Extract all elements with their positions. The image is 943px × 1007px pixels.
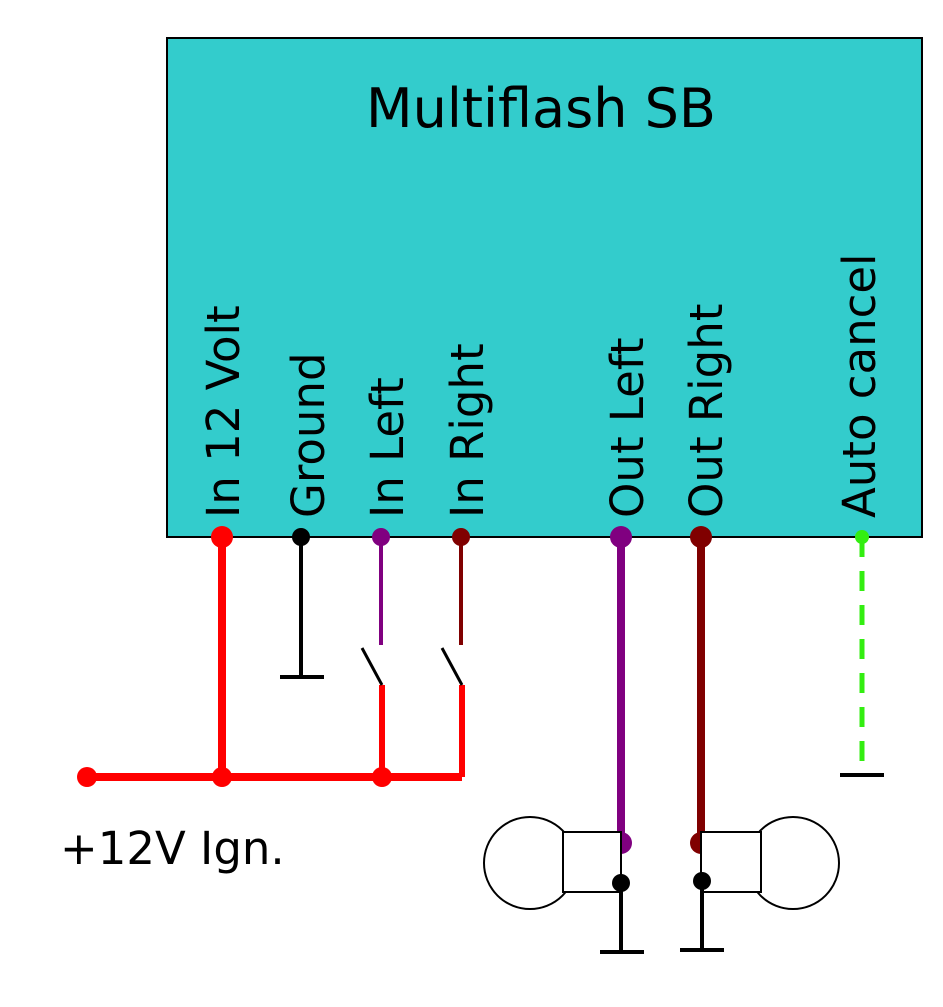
bulb-left-ground-node bbox=[612, 874, 630, 892]
ground-wiring bbox=[280, 528, 324, 679]
bulb-right bbox=[680, 816, 840, 952]
pin-node-in-right bbox=[452, 528, 470, 546]
pin-node-auto-cancel bbox=[855, 530, 869, 544]
pin-node-in-left bbox=[372, 528, 390, 546]
pin-label-auto-cancel: Auto cancel bbox=[833, 253, 886, 518]
supply-label: +12V Ign. bbox=[60, 822, 285, 875]
pin-node-ground bbox=[292, 528, 310, 546]
out-left-wiring bbox=[610, 526, 632, 854]
bulb-left-base bbox=[562, 831, 622, 893]
pin-node-out-left bbox=[610, 526, 632, 548]
pin-label-out-left: Out Left bbox=[601, 337, 654, 518]
out-right-wiring bbox=[690, 526, 712, 854]
pin-label-in-right: In Right bbox=[441, 343, 494, 518]
node-supply-terminal bbox=[77, 767, 97, 787]
pin-node-in-12v bbox=[211, 526, 233, 548]
pin-label-in-12-volt: In 12 Volt bbox=[197, 305, 250, 518]
supply-wiring bbox=[77, 526, 465, 787]
module-title: Multiflash SB bbox=[366, 77, 716, 140]
module-box bbox=[166, 37, 923, 538]
bulb-right-base bbox=[700, 831, 762, 893]
pin-label-in-left: In Left bbox=[361, 377, 414, 518]
pin-label-out-right: Out Right bbox=[680, 304, 733, 518]
bulb-left bbox=[483, 816, 644, 954]
pin-node-out-right bbox=[690, 526, 712, 548]
bulb-right-ground-node bbox=[693, 872, 711, 890]
switch-left-blade bbox=[360, 647, 384, 686]
in-right-wiring bbox=[440, 528, 470, 686]
switch-right-blade bbox=[440, 647, 464, 686]
node-bus-left bbox=[372, 767, 392, 787]
pin-label-ground: Ground bbox=[282, 352, 335, 518]
auto-cancel-wiring bbox=[840, 530, 884, 777]
node-bus-12v bbox=[212, 767, 232, 787]
in-left-wiring bbox=[360, 528, 390, 686]
